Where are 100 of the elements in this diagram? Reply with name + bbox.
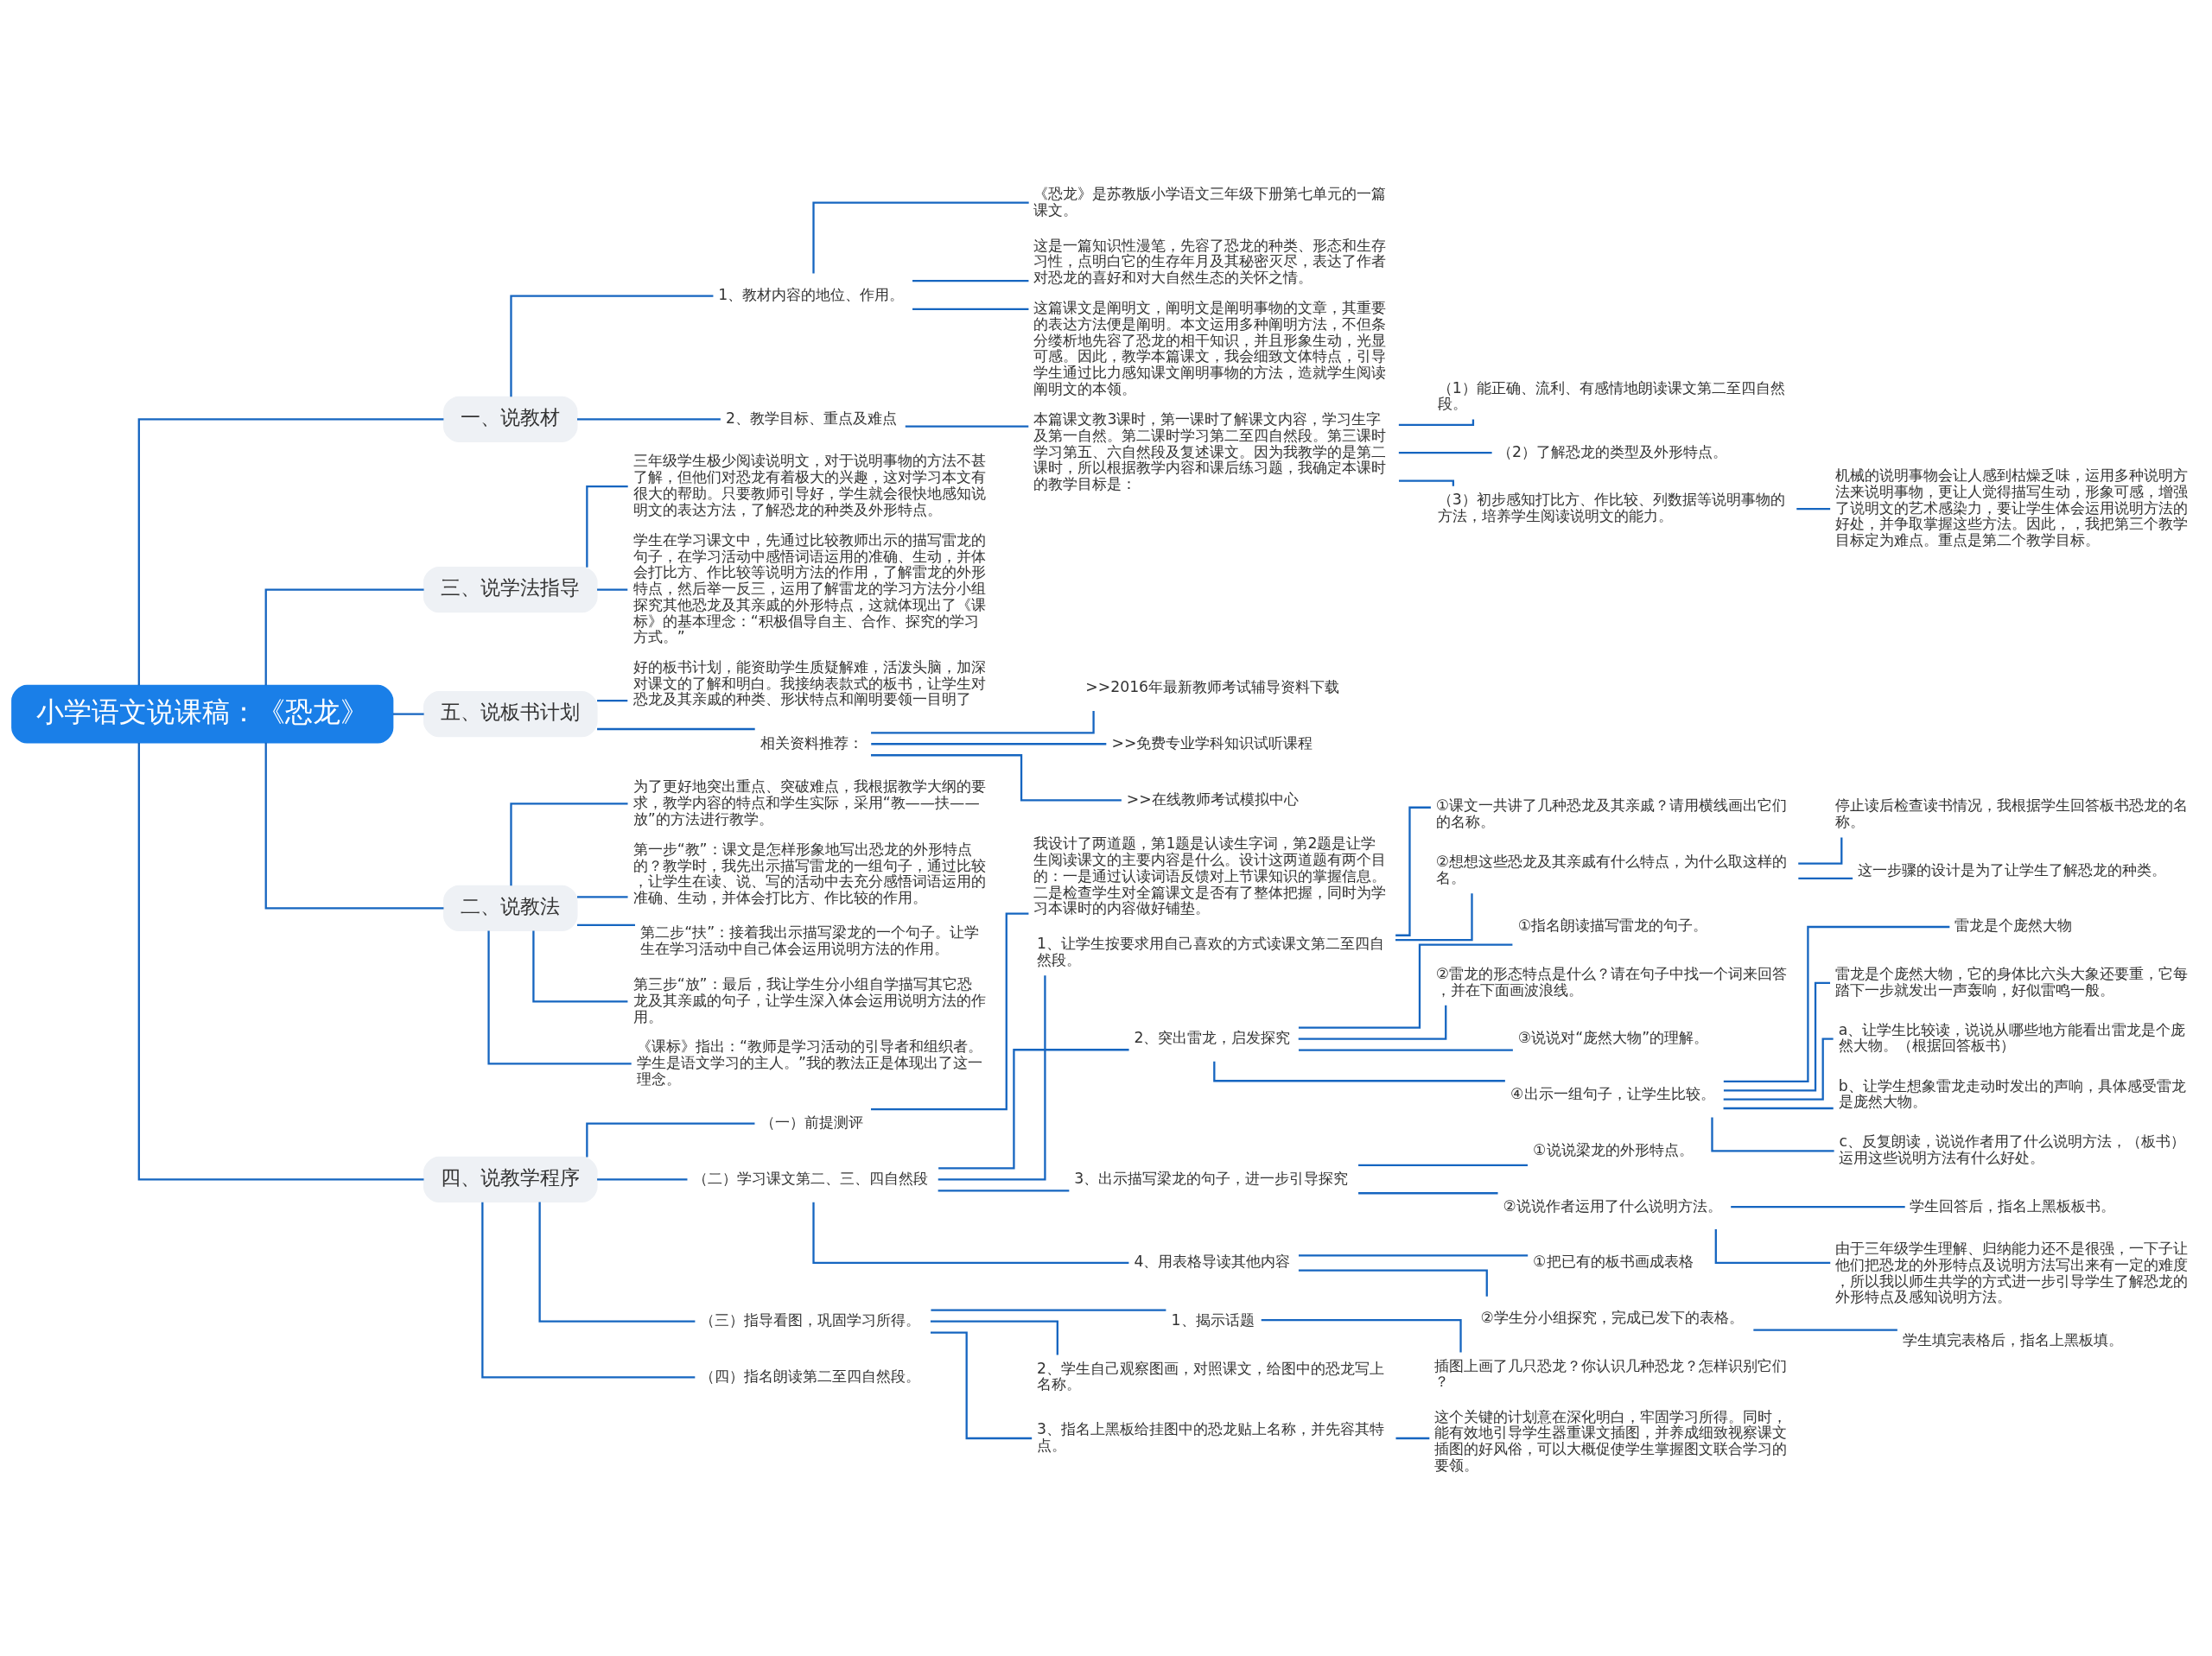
connector [1261,1319,1462,1353]
node-text: 学生回答后，指名上黑板板书。 [1910,1196,2116,1215]
connector [871,711,1095,734]
node-text: （三）指导看图，巩固学习所得。 [700,1311,921,1329]
node-text: 第二步“扶”：接着我出示描写梁龙的一个句子。让学生在学习活动中自己体会运用说明方法的作用。 [640,923,980,958]
node-text: 《恐龙》是苏教版小学语文三年级下册第七单元的一篇课文。 [1033,184,1387,219]
connector [1298,1269,1488,1297]
node-text: 本篇课文教3课时，第一课时了解课文内容，学习生字及第一自然。第二课时学习第二至四自然段。第三课时学习第五、六自然段及复述课文。因为我教学的是第二课时，所以根据教学内容和课后练习题，我确定本课时的教学目标是： [1033,410,1387,493]
node-text: 这篇课文是阐明文，阐明文是阐明事物的文章，其重要的表达方法便是阐明。本文运用多种阐明方法，不但条分缕析地先容了恐龙的相干知识，并且形象生动，光显可感。因此，教学本篇课文，我会细致文体特点，引导学生通过比力感知课文阐明事物的方法，造就学生阅读阐明文的本领。 [1033,299,1387,397]
connector [586,1122,755,1158]
connector [1723,1037,1834,1101]
node-text: 1、揭示话题 [1171,1311,1255,1329]
node-text: 由于三年级学生理解、归纳能力还不是很强，一下子让他们把恐龙的外形特点及说明方法写出来有一定的难度，所以我以师生共学的方式进一步引导学生了解恐龙的外形特点及感知说明方法。 [1835,1240,2189,1306]
node-text: ④出示一组句子，让学生比较。 [1510,1084,1715,1102]
node-text: ②学生分小组探究，完成已发下的表格。 [1480,1309,1745,1327]
connector [1796,507,1831,511]
connector [577,896,628,898]
connector [597,700,628,702]
node-text: ①课文一共讲了几种恐龙及其亲戚？请用横线画出它们的名称。 [1435,796,1788,831]
connector [1398,452,1492,454]
connector [487,930,632,1065]
node-text: 学生在学习课文中，先通过比较教师出示的描写雷龙的句子，在学习活动中感悟词语运用的准确、生动，并体会打比方、作比较等说明方法的作用，了解雷龙的外形特点，然后举一反三，运用了解雷龙的学习方法分小组探究其他恐龙及其亲戚的外形特点，这就体现出了《课标》的基本理念：“积极倡导自主、合作、探究的学习方式。” [632,530,986,646]
connector [1731,1205,1905,1209]
connector [510,295,714,397]
node-text: ②想想这些恐龙及其亲戚有什么特点，为什么取这样的名。 [1435,853,1788,887]
connector [597,727,755,731]
connector [597,588,628,591]
connector [871,754,1122,802]
node-text: 好的板书计划，能资助学生质疑解难，活泼头脑，加深对课文的了解和明白。我接纳表款式的板书，让学生对恐龙及其亲戚的种类、形状特点和阐明要领一目明了 [632,657,986,708]
node-text: c、反复朗读，说说作者用了什么说明方法，（板书）运用这些说明方法有什么好处。 [1839,1133,2185,1167]
connector [1298,1254,1529,1257]
connector [1714,1229,1831,1265]
node-text: 插图上画了几只恐龙？你认识几种恐龙？怎样识别它们？ [1434,1356,1788,1391]
node-text: （2）了解恐龙的类型及外形特点。 [1497,442,1728,460]
connector [1723,925,1950,1083]
connector [871,743,1107,746]
node-text: 为了更好地突出重点、突破难点，我根据教学大纲的要求，教学内容的特点和学生实际，采用“教——扶——放”的方法进行教学。 [632,777,986,828]
node-text: 我设计了两道题，第1题是认读生字词，第2题是让学生阅读课文的主要内容是什么。设计这两道题有两个目的：一是通过认读词语反馈对上节课知识的掌握信息。二是检查学生对全篇课文是否有了整体把握，同时为学习本课时的内容做好铺垫。 [1033,834,1387,917]
connector [137,418,444,686]
connector [1723,1107,1834,1110]
connector [1711,1117,1834,1152]
node-text: （四）指名朗读第二至四自然段。 [700,1367,921,1385]
node-text: 相关资料推荐： [760,733,863,752]
connector [1398,479,1455,486]
node-text: 2、教学目标、重点及难点 [725,409,897,427]
node-text: （1）能正确、流利、有感情地朗读课文第二至四自然段。 [1437,378,1785,413]
node-text: 这一步骤的设计是为了让学生了解恐龙的种类。 [1858,860,2167,879]
connector [905,425,1029,428]
connector [532,930,628,1003]
connector [586,485,628,568]
node-box: 二、说教法 [443,885,578,932]
node-text: （3）初步感知打比方、作比较、列数据等说明事物的方法，培养学生阅读说明文的能力。 [1437,491,1785,524]
node-text: ②说说作者运用了什么说明方法。 [1503,1196,1722,1215]
node-text: （一）前提测评 [760,1114,863,1132]
node-text: 停止读后检查读书情况，我根据学生回答板书恐龙的名称。 [1835,796,2189,831]
connector [931,1309,1166,1311]
connector [1798,837,1843,865]
node-text: ①把已有的板书画成表格 [1533,1253,1694,1271]
connector [137,743,424,1181]
node-box: 三、说学法指导 [423,567,598,613]
connector [1298,1005,1447,1040]
node-box: 四、说教学程序 [423,1156,598,1203]
node-text: 3、出示描写梁龙的句子，进一步引导探究 [1074,1169,1349,1187]
node-text: b、让学生想象雷龙走动时发出的声响，具体感受雷龙是庞然大物。 [1838,1076,2186,1111]
connector [392,713,424,715]
node-text: >>免费专业学科知识试听课程 [1111,733,1313,752]
connector [1298,943,1513,1029]
connector [1298,1049,1513,1051]
connector [264,588,424,686]
node-text: 三年级学生极少阅读说明文，对于说明事物的方法不甚了解，但他们对恐龙有着极大的兴趣，这对学习本文有很大的帮助。只要教师引导好，学生就会很快地感知说明文的表达方法，了解恐龙的种类及外形特点。 [632,452,986,518]
connector [1395,1437,1430,1440]
node-text: （二）学习课文第二、三、四自然段 [692,1169,928,1187]
node-text: 3、指名上黑板给挂图中的恐龙贴上名称，并先容其特点。 [1037,1420,1385,1454]
node-text: 4、用表格导读其他内容 [1134,1253,1291,1271]
connector [1358,1192,1498,1195]
node-text: ③说说对“庞然大物”的理解。 [1517,1029,1709,1047]
connector [1798,877,1853,879]
node-box: 五、说板书计划 [423,691,598,738]
connector [930,1331,1033,1440]
node-text: 1、教材内容的地位、作用。 [718,286,905,304]
connector [538,1202,696,1323]
node-text: a、让学生比较读，说说从哪些地方能看出雷龙是个庞然大物。（根据回答板书） [1838,1020,2186,1055]
connector [481,1202,696,1379]
node-text: 机械的说明事物会让人感到枯燥乏味，运用多种说明方法来说明事物，更让人觉得描写生动，形象可感，增强了说明文的艺术感染力，要让学生体会运用说明方法的好处，并争取掌握这些方法。因此，，我把第三个教学目标定为难点。重点是第二个教学目标。 [1835,466,2189,549]
connector [264,742,444,910]
connector [812,1202,1129,1265]
node-text: ②雷龙的形态特点是什么？请在句子中找一个词来回答，并在下面画波浪线。 [1435,964,1788,999]
connector [1358,1164,1528,1166]
connector [912,308,1029,310]
connector [938,975,1046,1181]
node-text: 2、学生自己观察图画，对照课文，给图中的恐龙写上名称。 [1037,1359,1385,1393]
node-text: 第三步“放”：最后，我让学生分小组自学描写其它恐龙及其亲戚的句子，让学生深入体会运用说明方法的作用。 [632,975,986,1025]
node-text: 第一步“教”：课文是怎样形象地写出恐龙的外形特点的？教学时，我先出示描写雷龙的一组句子，通过比较，让学生在读、说、写的活动中去充分感悟词语运用的准确、生动，并体会打比方、作比较的作用。 [632,840,986,907]
node-box: 小学语文说课稿：《恐龙》 [11,684,394,744]
connector [1753,1329,1897,1331]
node-text: >>2016年最新教师考试辅导资料下载 [1085,677,1340,695]
node-text: >>在线教师考试模拟中心 [1126,790,1299,808]
node-text: 雷龙是个庞然大物 [1955,917,2073,935]
connector [510,803,628,886]
node-text: ①指名朗读描写雷龙的句子。 [1517,917,1708,935]
